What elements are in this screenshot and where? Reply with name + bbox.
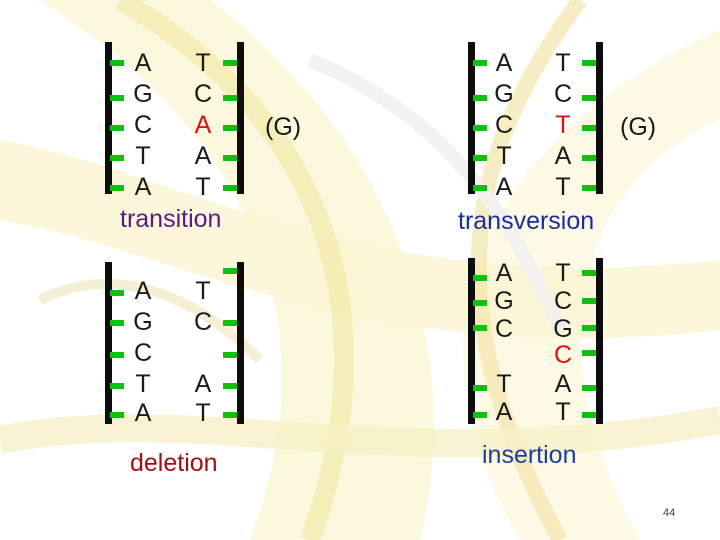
left-strand (105, 42, 112, 194)
bond-tick (110, 290, 124, 296)
base-left: A (134, 399, 152, 427)
base-left: T (496, 142, 512, 170)
base-right: C (553, 80, 573, 108)
base-right: T (555, 173, 571, 201)
base-right: A (194, 142, 212, 170)
bond-tick (473, 125, 487, 131)
base-left: T (135, 370, 151, 398)
left-strand (468, 258, 475, 424)
base-left: A (495, 259, 513, 287)
bond-tick (223, 155, 237, 161)
base-right: C (193, 80, 213, 108)
bond-tick (473, 300, 487, 306)
left-strand (105, 262, 112, 424)
base-right: T (195, 277, 211, 305)
base-left: G (494, 287, 514, 315)
bond-tick (582, 412, 596, 418)
right-strand (596, 42, 603, 194)
bond-tick (110, 155, 124, 161)
base-left: T (135, 142, 151, 170)
mutated-base: A (194, 111, 212, 139)
base-right: T (555, 259, 571, 287)
base-left: A (495, 173, 513, 201)
bond-tick (473, 325, 487, 331)
bond-tick (110, 383, 124, 389)
bond-tick (473, 412, 487, 418)
base-left: A (134, 49, 152, 77)
bond-tick (582, 385, 596, 391)
base-right: C (553, 287, 573, 315)
bond-tick (582, 350, 596, 356)
bond-tick (582, 125, 596, 131)
base-right: C (193, 308, 213, 336)
base-left: A (134, 277, 152, 305)
bond-tick (110, 352, 124, 358)
left-strand (468, 42, 475, 194)
transversion-caption: transversion (458, 207, 595, 235)
base-right: T (195, 399, 211, 427)
original-base-label: (G) (620, 113, 657, 141)
bond-tick (582, 298, 596, 304)
bond-tick (223, 352, 237, 358)
bond-tick (473, 385, 487, 391)
bond-tick (223, 95, 237, 101)
bond-tick (582, 155, 596, 161)
bond-tick (110, 95, 124, 101)
insertion-caption: insertion (482, 441, 577, 469)
base-left: T (496, 370, 512, 398)
bond-tick (223, 412, 237, 418)
bond-tick (582, 270, 596, 276)
bond-tick (223, 320, 237, 326)
mutated-base: T (555, 111, 571, 139)
bond-tick (473, 60, 487, 66)
bond-tick (582, 185, 596, 191)
base-left: A (134, 173, 152, 201)
base-left: G (133, 80, 153, 108)
base-right: T (195, 173, 211, 201)
right-strand (596, 258, 603, 424)
bond-tick (223, 383, 237, 389)
bond-tick (223, 268, 237, 274)
bond-tick (110, 60, 124, 66)
base-left: C (133, 111, 153, 139)
deletion-caption: deletion (130, 449, 218, 477)
bond-tick (223, 60, 237, 66)
base-left: A (495, 49, 513, 77)
bond-tick (473, 95, 487, 101)
bond-tick (473, 155, 487, 161)
base-left: A (495, 398, 513, 426)
bond-tick (110, 125, 124, 131)
page-number: 44 (663, 507, 676, 519)
transition-caption: transition (120, 205, 222, 233)
bond-tick (582, 325, 596, 331)
base-right: A (554, 142, 572, 170)
base-left: C (494, 111, 514, 139)
right-strand (237, 262, 244, 424)
bond-tick (473, 185, 487, 191)
bond-tick (110, 320, 124, 326)
base-left: G (494, 80, 514, 108)
mutated-base: C (553, 341, 573, 369)
bond-tick (223, 185, 237, 191)
base-right: A (194, 370, 212, 398)
base-right: G (553, 315, 573, 343)
base-left: C (133, 339, 153, 367)
base-right: A (554, 370, 572, 398)
bond-tick (110, 185, 124, 191)
original-base-label: (G) (265, 113, 302, 141)
bond-tick (110, 412, 124, 418)
bond-tick (473, 275, 487, 281)
bond-tick (582, 95, 596, 101)
right-strand (237, 42, 244, 194)
base-right: T (555, 398, 571, 426)
base-left: C (494, 315, 514, 343)
bond-tick (223, 125, 237, 131)
bond-tick (582, 60, 596, 66)
base-left: G (133, 308, 153, 336)
base-right: T (195, 49, 211, 77)
base-right: T (555, 49, 571, 77)
